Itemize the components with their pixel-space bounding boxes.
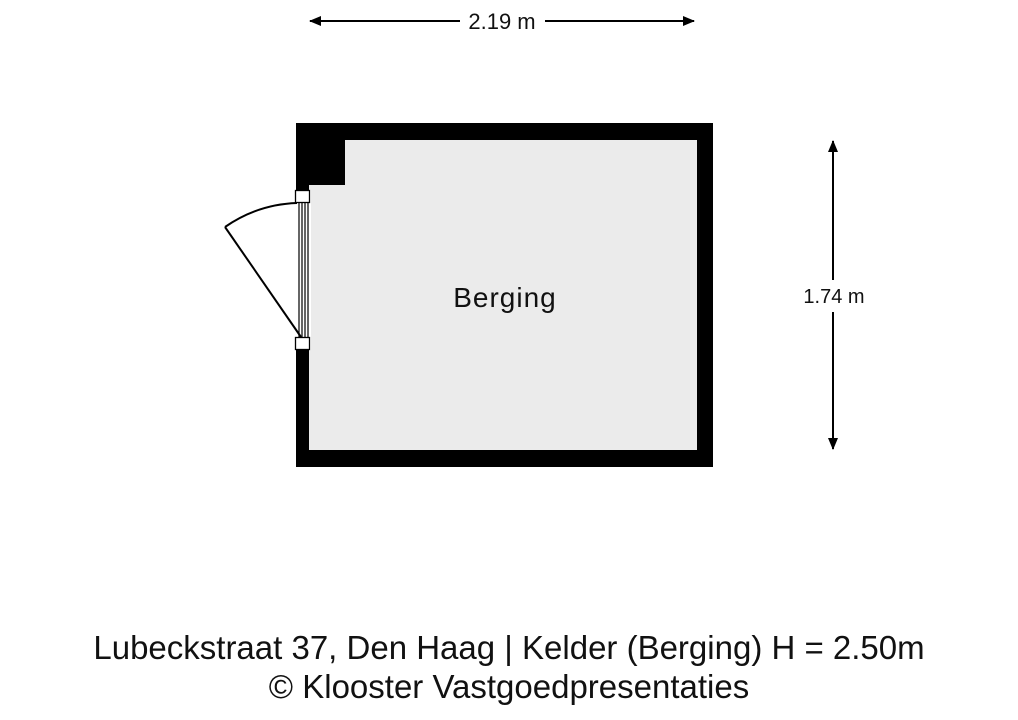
height-label: 1.74 m: [803, 286, 864, 308]
height-dimension: 1.74 m: [803, 140, 865, 450]
caption-copyright: © Klooster Vastgoedpresentaties: [268, 668, 750, 705]
door-swing-arc: [224, 202, 298, 228]
room-floor: [309, 140, 697, 450]
door-frame-cap-bottom: [294, 336, 311, 351]
caption-address: Lubeckstraat 37, Den Haag | Kelder (Berg…: [93, 629, 925, 666]
width-label: 2.19 m: [468, 9, 535, 34]
wall-corner-block: [309, 140, 345, 185]
width-dimension: 2.19 m: [309, 9, 695, 34]
door: [224, 189, 311, 351]
door-leaf: [224, 226, 302, 338]
door-frame-cap-top: [294, 189, 311, 204]
room-label: Berging: [453, 282, 557, 313]
